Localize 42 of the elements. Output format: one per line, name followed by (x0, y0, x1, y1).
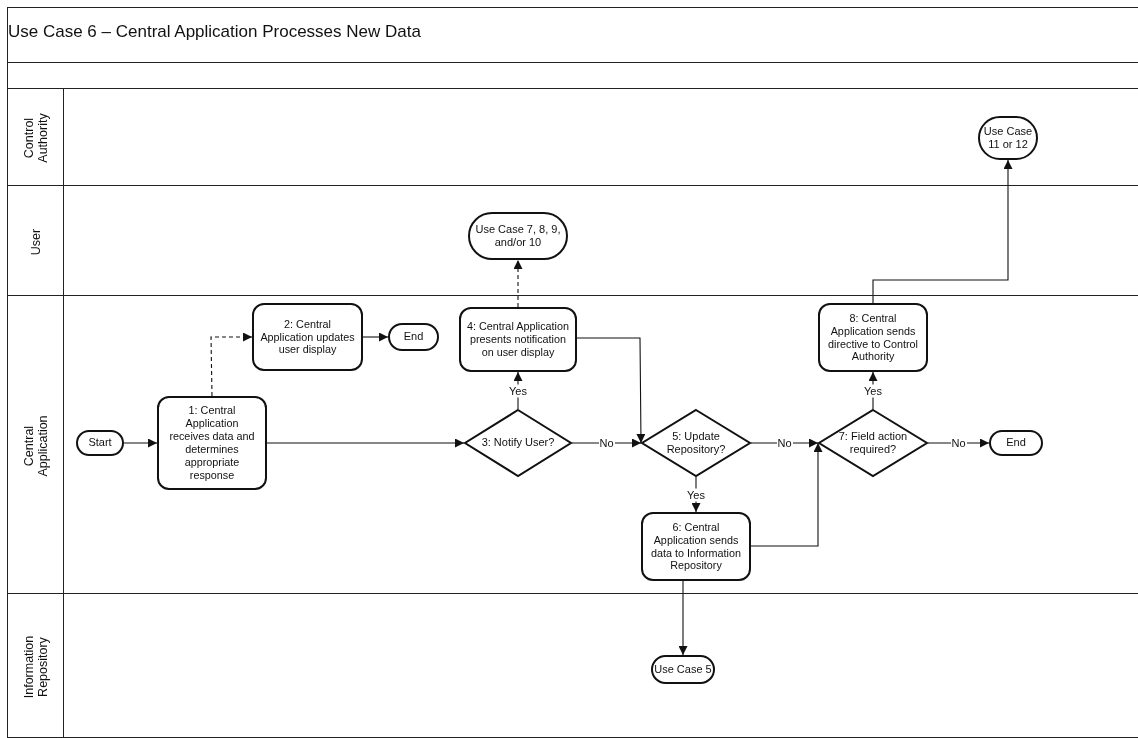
edge-label: Yes (686, 488, 706, 501)
arrow (571, 438, 642, 448)
process-box: 6: Central Application sends data to Information Repository (641, 512, 751, 581)
arrow (678, 580, 688, 656)
lane-label: Information Repository (21, 634, 51, 700)
edge-label: Yes (508, 384, 528, 397)
decision-diamond (641, 409, 751, 477)
lane-label: User (28, 227, 44, 257)
decision-text: 7: Field action required? (837, 429, 909, 457)
decision-diamond (818, 409, 928, 477)
diagram-title: Use Case 6 – Central Application Processes New Data (8, 22, 421, 42)
terminator: End (989, 430, 1043, 456)
decision-text: 3: Notify User? (480, 436, 556, 450)
arrow (576, 337, 646, 444)
decision-text: 5: Update Repository? (665, 429, 727, 457)
arrow (750, 442, 823, 547)
edge-label: No (776, 436, 793, 450)
arrow (927, 438, 990, 448)
terminator: Use Case 5 (651, 655, 715, 684)
process-box: 1: Central Application receives data and determines appropriate response (157, 396, 267, 490)
dashed-arrow (210, 332, 253, 397)
edge-label: Yes (863, 384, 883, 397)
arrow (691, 476, 701, 513)
terminator: End (388, 323, 439, 351)
arrow (750, 438, 819, 448)
edge-label: No (598, 436, 615, 450)
decision-diamond (464, 409, 572, 477)
edge-label: No (950, 436, 967, 450)
lane-label: Control Authority (21, 112, 51, 165)
process-box: 8: Central Application sends directive to Control Authority (818, 303, 928, 372)
arrow (123, 438, 158, 448)
swimlane (7, 593, 1138, 738)
process-box: 2: Central Application updates user display (252, 303, 363, 371)
arrow (266, 438, 465, 448)
terminator: Start (76, 430, 124, 456)
terminator: Use Case 7, 8, 9, and/or 10 (468, 212, 568, 260)
lane-label: Central Application (21, 413, 51, 479)
process-box: 4: Central Application presents notification on user display (459, 307, 577, 372)
terminator: Use Case 11 or 12 (978, 116, 1038, 160)
arrow (362, 332, 389, 342)
dashed-arrow (513, 259, 523, 308)
arrow (872, 159, 1013, 304)
